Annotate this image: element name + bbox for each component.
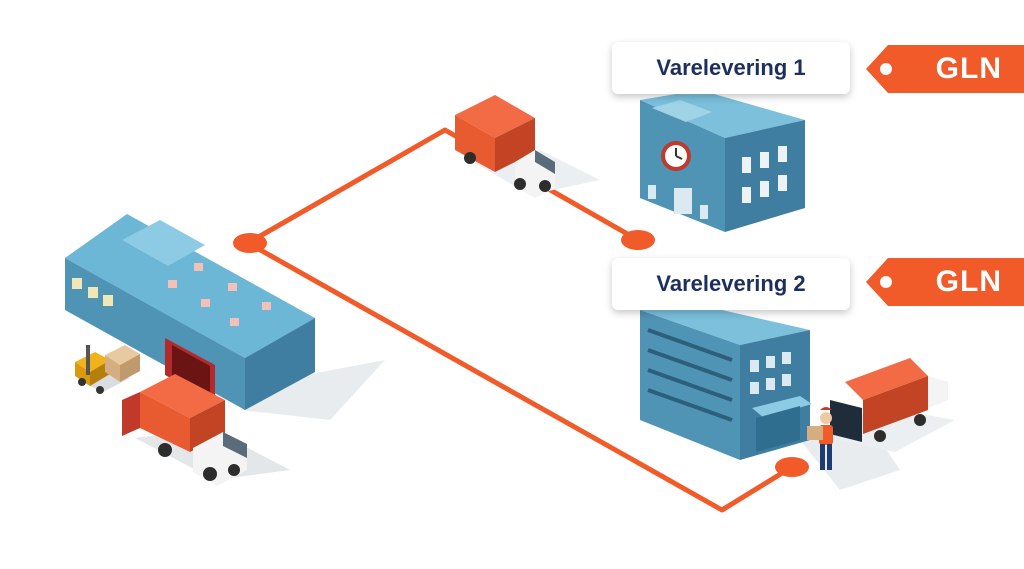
location-dot-icon (233, 233, 267, 253)
forklift-icon (75, 345, 140, 394)
office-building-icon (640, 90, 805, 232)
warehouse-icon (65, 214, 385, 420)
destination-1-label: Varelevering 1 (612, 42, 850, 94)
route-to-varelevering-2 (245, 240, 795, 513)
clock-icon (661, 141, 691, 171)
tag-hole-icon (880, 63, 892, 75)
route-to-varelevering-1 (245, 127, 641, 246)
delivery-routes (245, 127, 795, 513)
destination-2-label-text: Varelevering 2 (656, 271, 806, 296)
destination-1-gln-text: GLN (935, 52, 1002, 85)
destination-2-label: Varelevering 2 (612, 258, 850, 310)
location-dot-icon (775, 457, 809, 477)
courier-person-icon (807, 407, 833, 470)
location-dot-icon (621, 230, 655, 250)
tag-hole-icon (880, 276, 892, 288)
destination-1-label-text: Varelevering 1 (656, 55, 806, 80)
delivery-truck-icon (455, 95, 600, 198)
destination-1-gln-tag: GLN (866, 45, 1024, 93)
delivery-truck-icon (830, 358, 955, 452)
destination-2-gln-tag: GLN (866, 258, 1024, 306)
delivery-truck-icon (122, 374, 290, 486)
destination-2-gln-text: GLN (935, 265, 1002, 298)
